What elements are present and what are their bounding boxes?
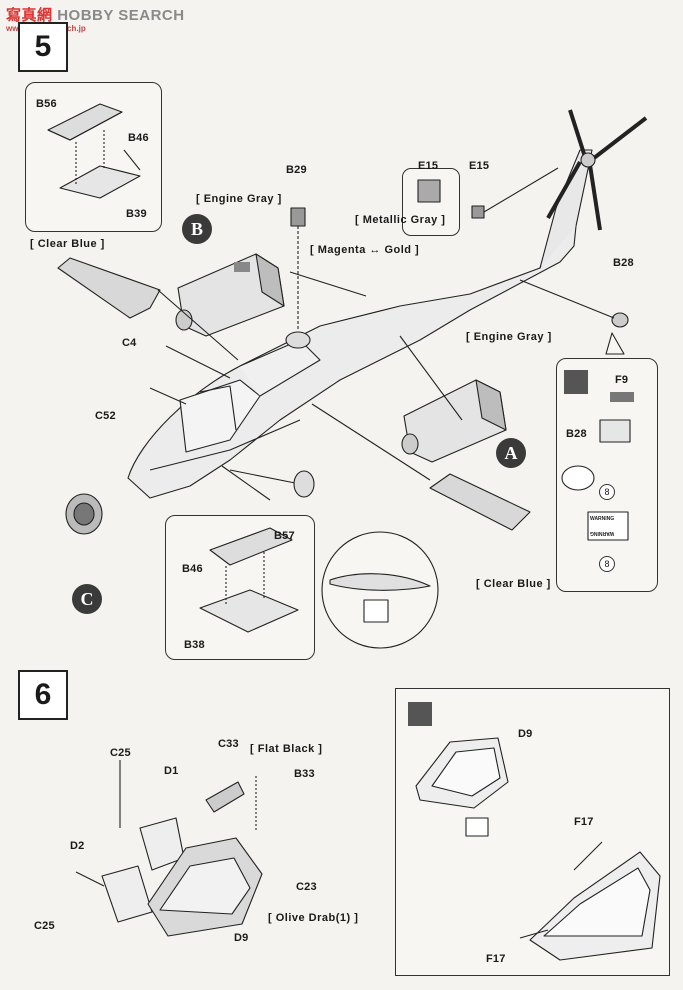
part-b56: B56 xyxy=(36,98,57,110)
part-f17-bottom: F17 xyxy=(486,953,506,965)
badge-c: C xyxy=(72,584,102,614)
part-f17-top: F17 xyxy=(574,816,594,828)
watermark: 寫真網 HOBBY SEARCH xyxy=(6,4,185,25)
paint-clear-blue-right: [ Clear Blue ] xyxy=(476,578,551,590)
paint-clear-blue-left: [ Clear Blue ] xyxy=(30,238,105,250)
part-b28: B28 xyxy=(613,257,634,269)
part-c4: C4 xyxy=(122,337,137,349)
watermark-cn: 寫真網 xyxy=(6,7,53,24)
paint-metallic-gray: [ Metallic Gray ] xyxy=(355,214,446,226)
part-b46-bottom: B46 xyxy=(182,563,203,575)
part-b57: B57 xyxy=(274,530,295,542)
part-d1: D1 xyxy=(164,765,179,777)
warning-decal-bottom: WARNING xyxy=(590,530,615,536)
step-6-number: 6 xyxy=(18,670,68,720)
paint-engine-gray-right: [ Engine Gray ] xyxy=(466,331,552,343)
badge-a: A xyxy=(496,438,526,468)
part-c33: C33 xyxy=(218,738,239,750)
part-b28-detail: B28 xyxy=(566,428,587,440)
part-e15-box: E15 xyxy=(418,160,439,172)
watermark-en: HOBBY SEARCH xyxy=(57,7,185,24)
decal-number-bottom: 8 xyxy=(599,556,615,572)
part-b38: B38 xyxy=(184,639,205,651)
part-f9: F9 xyxy=(615,374,629,386)
part-b46-top: B46 xyxy=(128,132,149,144)
part-c23: C23 xyxy=(296,881,317,893)
part-c25-top: C25 xyxy=(110,747,131,759)
step-5-number: 5 xyxy=(18,22,68,72)
part-e15: E15 xyxy=(469,160,490,172)
part-c52: C52 xyxy=(95,410,116,422)
part-d9: D9 xyxy=(234,932,249,944)
warning-decal-top: WARNING xyxy=(590,516,615,522)
decal-number-top: 8 xyxy=(599,484,615,500)
paint-olive-drab: [ Olive Drab(1) ] xyxy=(268,912,359,924)
part-d2: D2 xyxy=(70,840,85,852)
part-c25-bottom: C25 xyxy=(34,920,55,932)
part-b39: B39 xyxy=(126,208,147,220)
paint-magenta-gold: [ Magenta ↔ Gold ] xyxy=(310,244,420,256)
paint-engine-gray-top: [ Engine Gray ] xyxy=(196,193,282,205)
part-d9-detail: D9 xyxy=(518,728,533,740)
paint-flat-black: [ Flat Black ] xyxy=(250,743,323,755)
part-b29: B29 xyxy=(286,164,307,176)
part-b33: B33 xyxy=(294,768,315,780)
badge-b: B xyxy=(182,214,212,244)
